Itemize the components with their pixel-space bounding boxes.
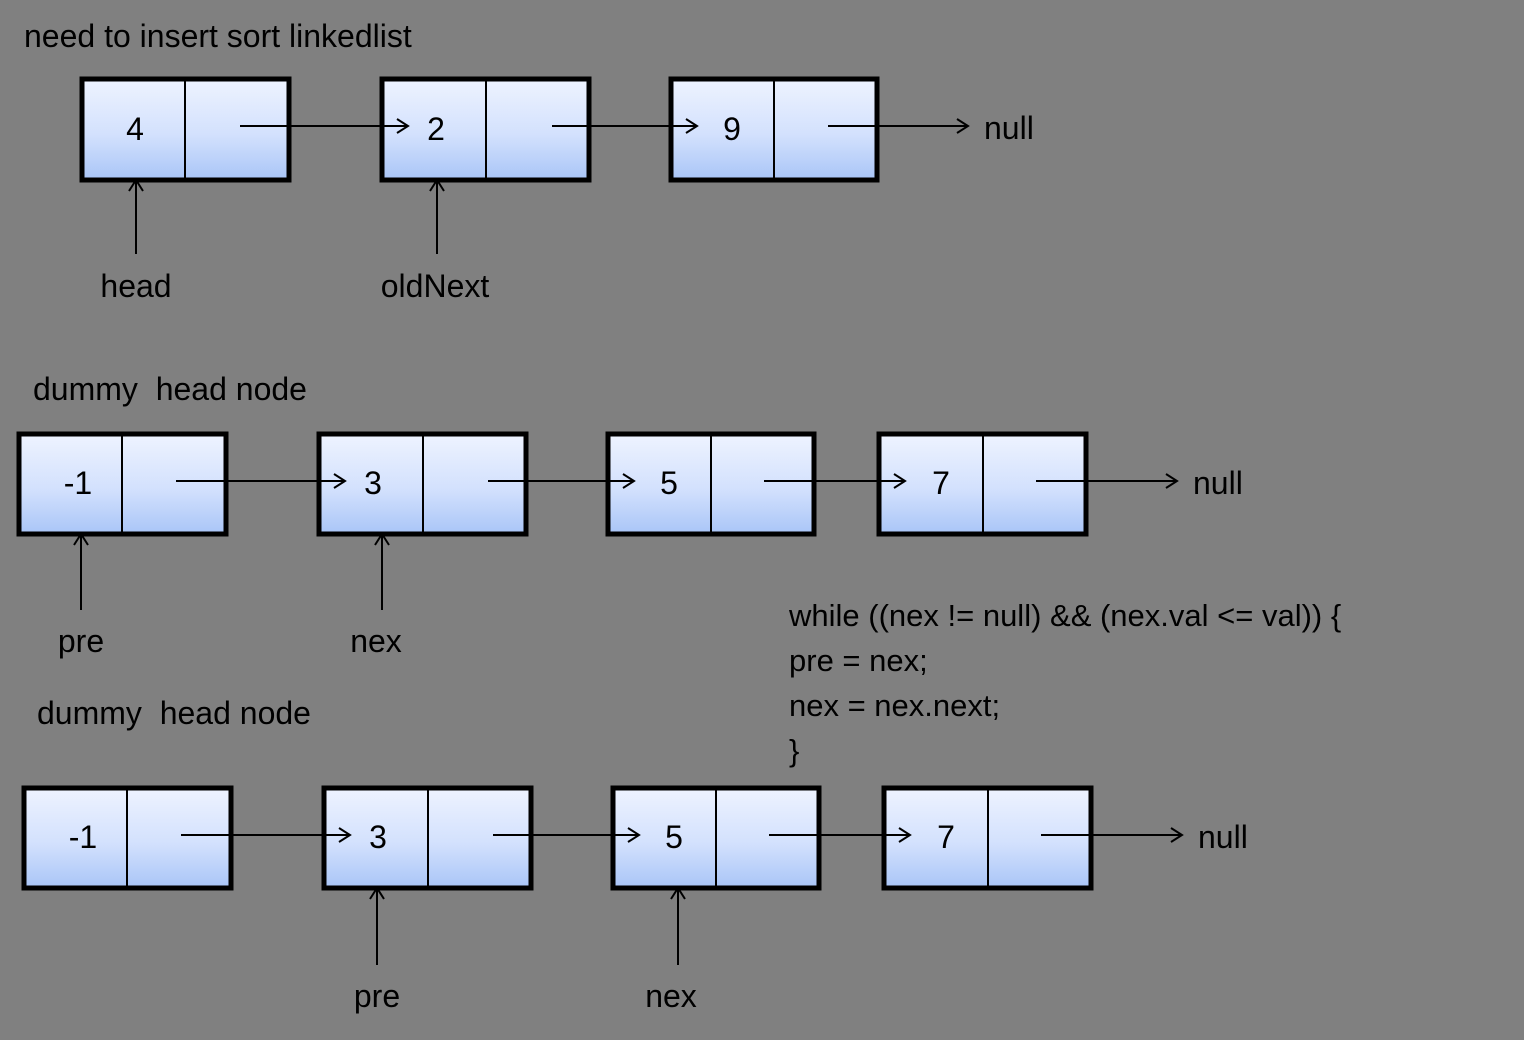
row-2: dummy head node -1 3 5 7 null pre: [16, 371, 1243, 659]
list-node: -1: [16, 431, 229, 537]
node-value: 4: [126, 111, 144, 147]
code-line: while ((nex != null) && (nex.val <= val)…: [788, 598, 1341, 633]
row-3-title: dummy head node: [37, 695, 311, 731]
row-1: need to insert sort linkedlist 4 2 9 nul…: [24, 18, 1034, 304]
code-line: }: [789, 733, 799, 768]
list-node: -1: [21, 785, 234, 891]
node-value: -1: [69, 819, 97, 855]
null-label: null: [1198, 819, 1248, 855]
pointer-label-oldnext: oldNext: [381, 268, 490, 304]
node-value: 9: [723, 111, 741, 147]
list-node: 2: [379, 76, 592, 183]
list-node: 7: [881, 785, 1094, 891]
pointer-label-head: head: [100, 268, 171, 304]
null-label: null: [1193, 465, 1243, 501]
node-value: -1: [64, 465, 92, 501]
list-node: 3: [316, 431, 529, 537]
pointer-label-pre: pre: [354, 978, 400, 1014]
node-value: 5: [665, 819, 683, 855]
row-1-title: need to insert sort linkedlist: [24, 18, 412, 54]
list-node: 4: [79, 76, 292, 183]
list-node: 3: [321, 785, 534, 891]
null-label: null: [984, 110, 1034, 146]
node-value: 7: [937, 819, 955, 855]
pointer-label-nex: nex: [350, 623, 402, 659]
pointer-label-nex: nex: [645, 978, 697, 1014]
list-node: 7: [876, 431, 1089, 537]
row-2-title: dummy head node: [33, 371, 307, 407]
code-line: pre = nex;: [789, 643, 928, 678]
list-node: 9: [668, 76, 880, 183]
code-block: while ((nex != null) && (nex.val <= val)…: [788, 598, 1341, 768]
node-value: 2: [427, 111, 445, 147]
row-3: dummy head node -1 3 5 7 null pre: [21, 695, 1248, 1014]
node-value: 3: [364, 465, 382, 501]
code-line: nex = nex.next;: [789, 688, 1000, 723]
node-value: 3: [369, 819, 387, 855]
node-value: 5: [660, 465, 678, 501]
list-node: 5: [605, 431, 817, 537]
pointer-label-pre: pre: [58, 623, 104, 659]
list-node: 5: [610, 785, 822, 891]
node-value: 7: [932, 465, 950, 501]
